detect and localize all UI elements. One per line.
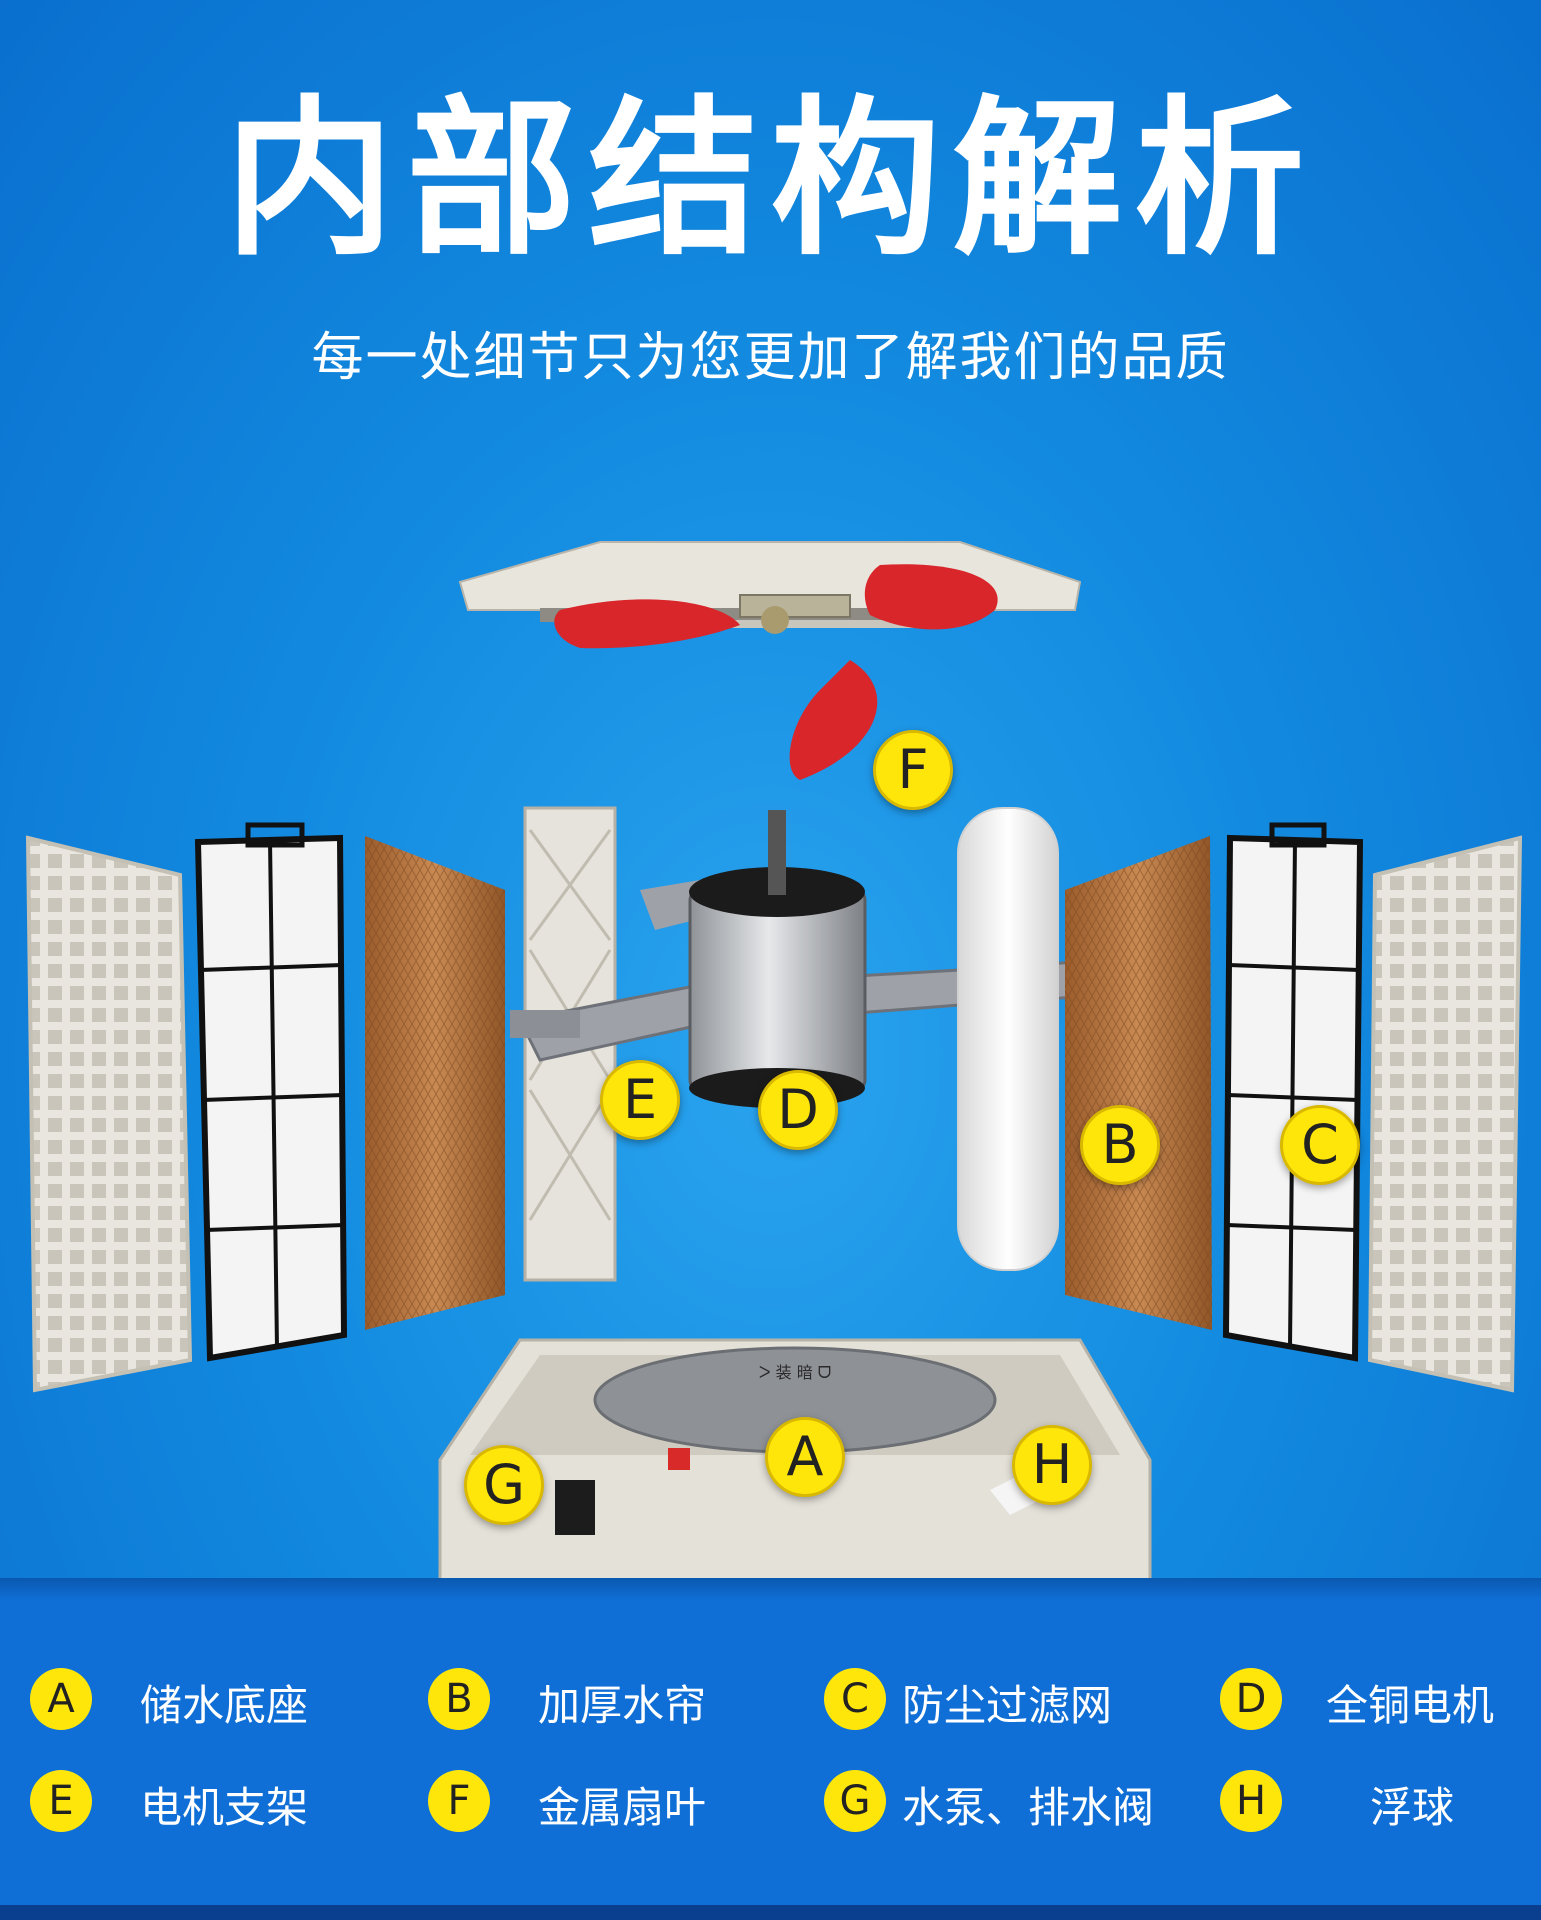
right-cooling-pad — [1065, 836, 1212, 1330]
exploded-diagram: ᐳ 装 暗 ᗜ F E D B C A H G — [0, 520, 1541, 1580]
legend-badge: E — [30, 1770, 92, 1832]
water-column — [957, 807, 1059, 1271]
legend-label: 电机支架 — [140, 1783, 309, 1832]
exploded-view-illustration: ᐳ 装 暗 ᗜ — [25, 541, 1523, 1580]
marker-d: D — [758, 1070, 838, 1150]
page-title: 内部结构解析 — [224, 81, 1317, 279]
fan-blades — [554, 564, 998, 780]
copper-motor — [688, 810, 867, 1108]
legend-label: 浮球 — [1370, 1783, 1455, 1832]
right-dust-filter — [1222, 822, 1364, 1362]
lid-text: ᐳ 装 暗 ᗜ — [759, 1363, 831, 1382]
legend-row-1: A 储水底座 B 加厚水帘 C 防尘过滤网 D 全铜电机 — [0, 1660, 1541, 1740]
legend-badge: C — [824, 1668, 886, 1730]
legend-label: 金属扇叶 — [538, 1783, 707, 1832]
marker-c: C — [1280, 1105, 1360, 1185]
left-cooling-pad — [365, 836, 505, 1330]
legend-badge: A — [30, 1668, 92, 1730]
marker-f: F — [873, 730, 953, 810]
legend-label: 防尘过滤网 — [902, 1681, 1113, 1730]
legend-badge: D — [1220, 1668, 1282, 1730]
legend-badge: F — [428, 1770, 490, 1832]
legend-badge: B — [428, 1668, 490, 1730]
legend-label: 储水底座 — [140, 1681, 309, 1730]
legend-label: 水泵、排水阀 — [902, 1783, 1155, 1832]
marker-h: H — [1012, 1425, 1092, 1505]
legend-badge: G — [824, 1770, 886, 1832]
legend-badge: H — [1220, 1770, 1282, 1832]
marker-e: E — [600, 1060, 680, 1140]
bottom-border — [0, 1905, 1541, 1920]
shelf-edge — [0, 1578, 1541, 1600]
marker-b: B — [1080, 1105, 1160, 1185]
left-side-grille — [25, 835, 193, 1393]
marker-g: G — [464, 1445, 544, 1525]
legend-label: 全铜电机 — [1326, 1681, 1495, 1730]
left-dust-filter — [194, 822, 348, 1362]
page-subtitle: 每一处细节只为您更加了解我们的品质 — [311, 328, 1230, 388]
right-side-grille — [1367, 835, 1523, 1393]
legend-row-2: E 电机支架 F 金属扇叶 G 水泵、排水阀 H 浮球 — [0, 1762, 1541, 1842]
legend-label: 加厚水帘 — [538, 1681, 707, 1730]
marker-a: A — [765, 1417, 845, 1497]
legend-footer: A 储水底座 B 加厚水帘 C 防尘过滤网 D 全铜电机 E 电机支架 F 金属… — [0, 1578, 1541, 1920]
